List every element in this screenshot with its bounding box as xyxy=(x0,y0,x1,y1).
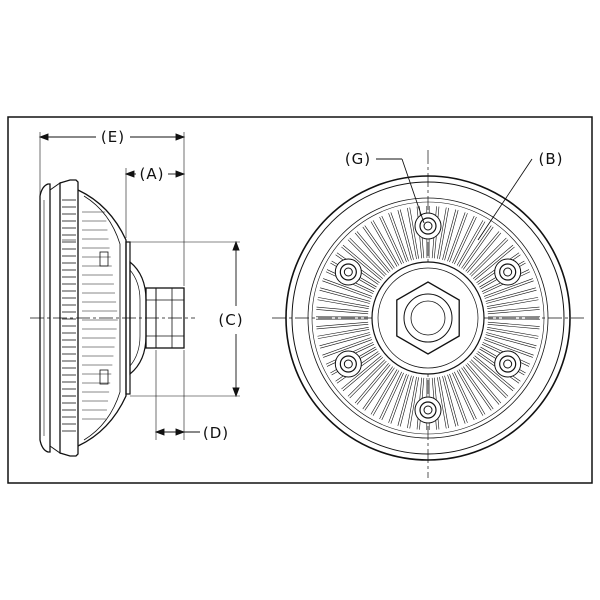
rear-flange xyxy=(39,183,51,453)
label-b: (B) xyxy=(539,150,564,168)
label-d: (D) xyxy=(203,424,229,442)
outer-rim xyxy=(285,175,571,461)
side-view xyxy=(30,179,195,457)
label-c: (C) xyxy=(218,311,243,329)
drawing-border xyxy=(7,116,593,484)
label-a: (A) xyxy=(140,165,165,183)
threaded-shaft xyxy=(145,287,185,349)
label-e: (E) xyxy=(101,128,125,146)
side-fins xyxy=(62,199,118,432)
clutch-body xyxy=(59,179,79,457)
mounting-bolts xyxy=(334,212,522,424)
leaders xyxy=(376,158,533,241)
bolt xyxy=(334,350,362,378)
bolt xyxy=(494,258,522,286)
bolt xyxy=(334,258,362,286)
bolt xyxy=(414,396,442,424)
dimensions xyxy=(38,132,240,440)
front-view xyxy=(272,150,584,478)
bolt xyxy=(494,350,522,378)
label-g: (G) xyxy=(345,150,371,168)
bolt xyxy=(414,212,442,240)
